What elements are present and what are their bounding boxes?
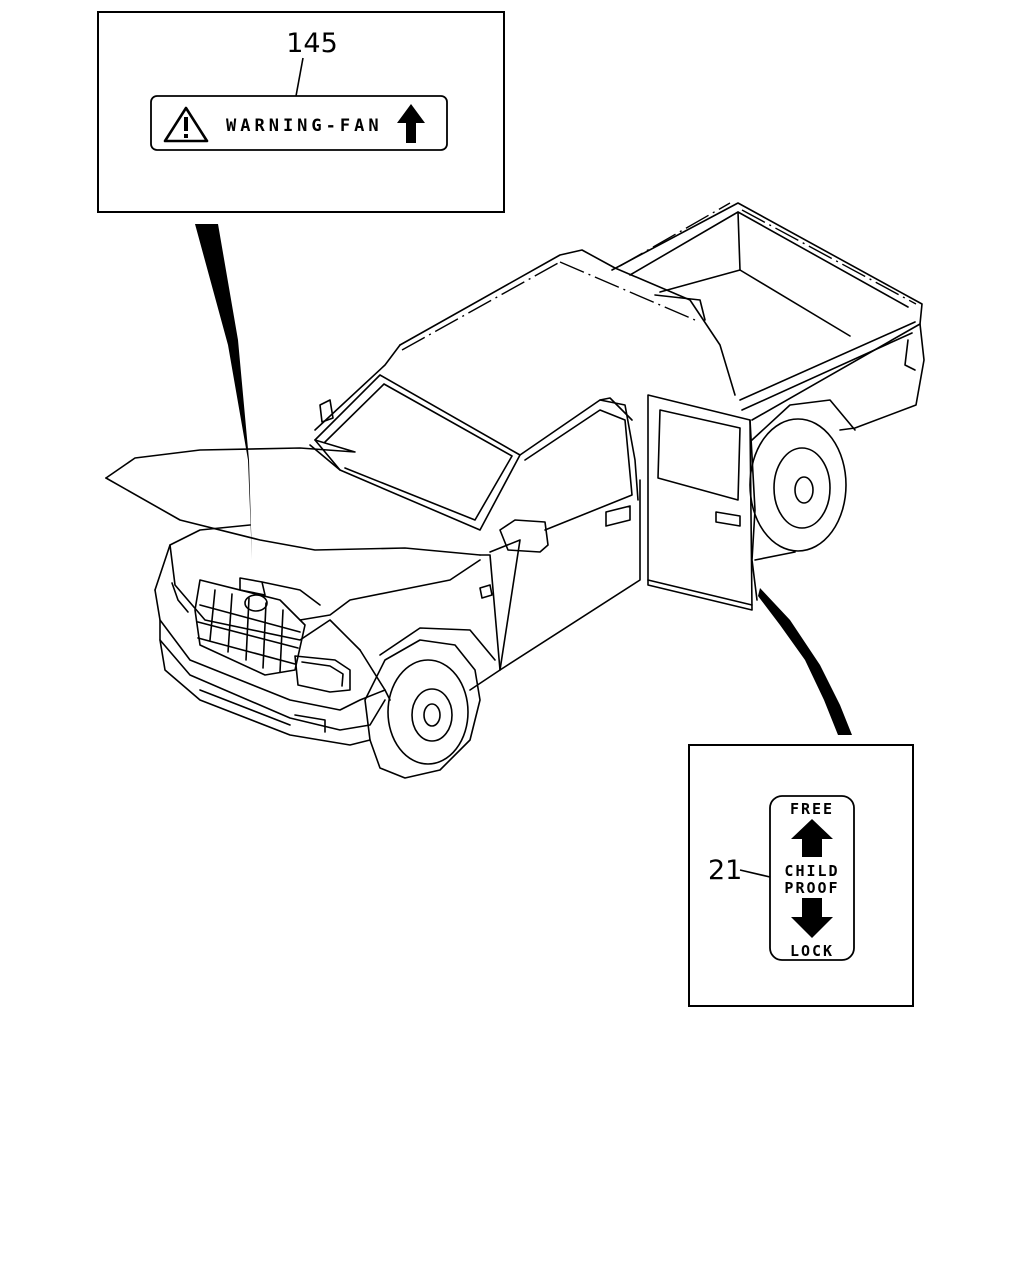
callout-21-number: 21 [708, 855, 742, 886]
child-text: CHILD [784, 862, 839, 880]
warning-fan-text: WARNING-FAN [226, 116, 383, 136]
callout-145-number: 145 [286, 28, 338, 59]
arrow-up-icon [397, 104, 425, 143]
lock-text: LOCK [790, 942, 834, 960]
warning-triangle-icon [163, 106, 209, 143]
proof-text: PROOF [784, 879, 839, 897]
callout-145-box: 145 WARNING-FAN [97, 11, 505, 213]
truck-illustration [105, 202, 925, 779]
warning-fan-label: WARNING-FAN [150, 95, 448, 151]
callout-21-box: 21 FREE CHILD PROOF LOCK [688, 744, 914, 1007]
arrow-down-icon [791, 898, 833, 938]
free-text: FREE [790, 800, 834, 818]
arrow-up-icon [791, 819, 833, 857]
callout-21-leader [739, 869, 771, 878]
leader-wedge-145 [195, 224, 252, 560]
callout-145-leader [295, 57, 304, 97]
child-proof-label: FREE CHILD PROOF LOCK [769, 795, 855, 961]
leader-wedge-21 [758, 588, 852, 735]
